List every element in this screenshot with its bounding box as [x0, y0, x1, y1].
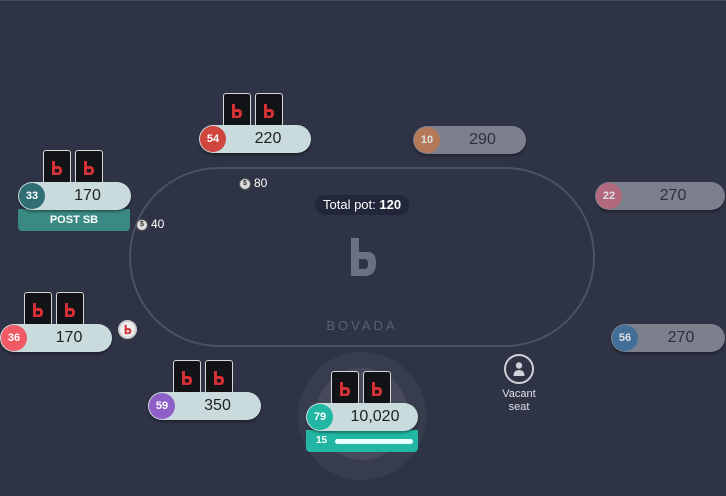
dollar-chip-icon: $ [136, 218, 148, 231]
bovada-card-icon [65, 303, 75, 317]
brand-wordmark: BOVADA [326, 318, 398, 333]
seat-hero[interactable]: 79 10,020 [306, 403, 418, 431]
timer-seconds: 15 [316, 435, 328, 446]
card-back [363, 371, 391, 405]
top-divider [0, 0, 726, 1]
total-pot-label: Total pot: [323, 197, 376, 212]
bet-amount: 40 [151, 217, 165, 231]
card-back [205, 360, 233, 394]
timer-progress-bar [335, 439, 413, 444]
bovada-card-icon [232, 104, 242, 118]
vacant-seat-label: Vacant seat [502, 388, 536, 413]
player-avatar-badge: 33 [19, 183, 45, 209]
total-pot: Total pot: 120 [315, 195, 410, 215]
dollar-chip-icon: $ [239, 177, 251, 190]
seat-33-cards [43, 150, 105, 184]
seat-33[interactable]: 33 170 [18, 182, 131, 210]
bovada-card-icon [52, 161, 62, 175]
bet-amount: 80 [254, 176, 268, 190]
card-back [24, 292, 52, 326]
bovada-card-icon [372, 382, 382, 396]
seat-54-cards [223, 93, 285, 127]
bovada-card-icon [33, 303, 43, 317]
seat-10[interactable]: 10 290 [413, 126, 526, 154]
total-pot-value: 120 [379, 197, 402, 212]
seat-36-cards [24, 292, 86, 326]
hero-cards[interactable] [331, 371, 393, 405]
seat-56[interactable]: 56 270 [611, 324, 725, 352]
stack-amount: 290 [469, 131, 496, 148]
bovada-card-icon [340, 382, 350, 396]
player-avatar-badge: 56 [612, 325, 638, 351]
player-avatar-badge: 10 [414, 127, 440, 153]
bovada-card-icon [214, 371, 224, 385]
bet-seat-54: $80 [239, 176, 267, 190]
stack-amount: 270 [659, 187, 687, 204]
bovada-card-icon [264, 104, 274, 118]
stack-amount: 170 [74, 187, 101, 204]
seat-59-cards [173, 360, 235, 394]
stack-amount: 220 [254, 130, 282, 147]
card-back [173, 360, 201, 394]
card-back [331, 371, 359, 405]
card-back [56, 292, 84, 326]
player-avatar-badge: 54 [200, 126, 226, 152]
dealer-logo-icon [124, 324, 132, 335]
person-icon [504, 354, 534, 384]
seat-54[interactable]: 54 220 [199, 125, 311, 153]
hero-action-timer: 15 [306, 430, 418, 452]
player-avatar-badge: 79 [307, 404, 333, 430]
card-back [255, 93, 283, 127]
stack-amount: 350 [204, 397, 231, 414]
stack-amount: 270 [667, 329, 695, 346]
seat-36[interactable]: 36 170 [0, 324, 112, 352]
stack-amount: 10,020 [350, 408, 400, 425]
seat-59[interactable]: 59 350 [148, 392, 261, 420]
bovada-card-icon [84, 161, 94, 175]
card-back [223, 93, 251, 127]
seat-22[interactable]: 22 270 [595, 182, 725, 210]
stack-amount: 170 [55, 329, 83, 346]
bovada-logo-icon [351, 238, 376, 276]
bovada-card-icon [182, 371, 192, 385]
player-avatar-badge: 59 [149, 393, 175, 419]
card-back [43, 150, 71, 184]
player-avatar-badge: 22 [596, 183, 622, 209]
post-sb-action-tag: POST SB [18, 209, 130, 231]
card-back [75, 150, 103, 184]
vacant-seat[interactable]: Vacant seat [492, 354, 546, 414]
dealer-button [118, 320, 137, 339]
player-avatar-badge: 36 [1, 325, 27, 351]
bet-seat-33: $40 [136, 217, 164, 231]
